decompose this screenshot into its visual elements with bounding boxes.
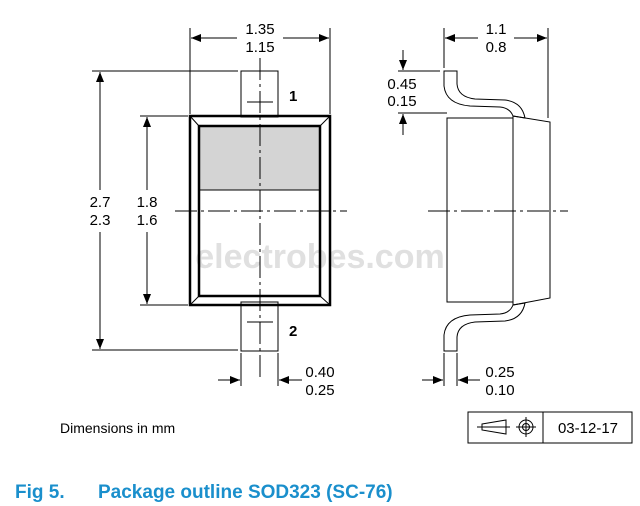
width-max: 1.35 (245, 21, 274, 38)
units-note: Dimensions in mm (60, 420, 175, 436)
body-min: 1.6 (137, 212, 158, 229)
side-body (446, 117, 514, 303)
document-code: 03-12-17 (558, 420, 618, 437)
side-view: 1.1 0.8 0.45 0.15 0.25 0.10 (387, 21, 568, 399)
figure-title: Package outline SOD323 (SC-76) (98, 482, 393, 503)
length-min: 2.3 (90, 212, 111, 229)
standoff-max: 0.45 (387, 76, 416, 93)
lead-width-max: 0.40 (305, 364, 334, 381)
front-view: 1 2 1.35 1.15 2.7 2.3 1.8 1.6 0.40 0.25 (90, 21, 347, 399)
pin-2-label: 2 (289, 323, 297, 340)
figure-caption: Fig 5. Package outline SOD323 (SC-76) (15, 482, 393, 503)
pin-1-label: 1 (289, 88, 297, 105)
width-min: 1.15 (245, 39, 274, 56)
thickness-min: 0.10 (485, 382, 514, 399)
title-block: 03-12-17 (467, 411, 633, 444)
top-lead-side (443, 70, 526, 119)
height-min: 0.8 (486, 39, 507, 56)
length-max: 2.7 (90, 194, 111, 211)
standoff-min: 0.15 (387, 93, 416, 110)
lead-width-min: 0.25 (305, 382, 334, 399)
body-max: 1.8 (137, 194, 158, 211)
height-max: 1.1 (486, 21, 507, 38)
thickness-max: 0.25 (485, 364, 514, 381)
third-angle-projection-icon (477, 417, 536, 437)
figure-number: Fig 5. (15, 482, 65, 503)
bottom-lead-side (443, 302, 526, 352)
